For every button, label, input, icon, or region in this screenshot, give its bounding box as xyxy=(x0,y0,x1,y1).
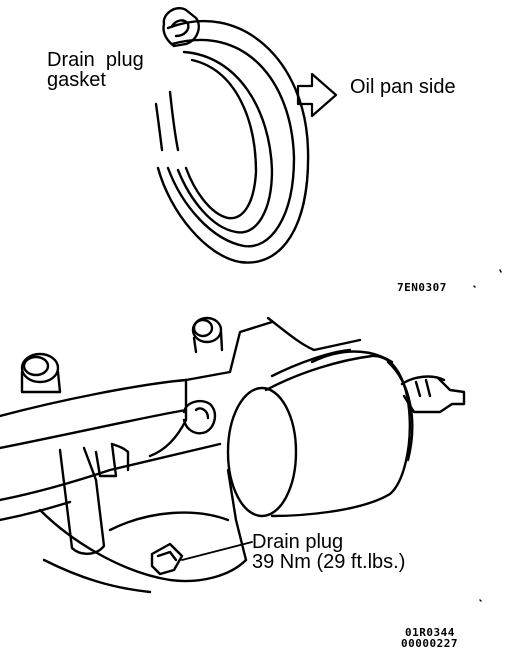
figure-code-line-2: 00000227 xyxy=(401,637,458,650)
oil-pan-side-label: Oil pan side xyxy=(350,76,456,98)
drain-plug xyxy=(150,542,184,576)
engine-drawing xyxy=(0,316,466,594)
gasket-drawing xyxy=(154,7,310,264)
drain-plug-gasket-label: Drain plug gasket xyxy=(47,50,144,90)
stud-bolt xyxy=(20,352,62,394)
drain-plug-leader xyxy=(181,541,253,561)
fitting xyxy=(400,375,466,414)
drain-plug-label: Drain plug xyxy=(252,531,344,553)
figure-code-bottom: 01R0344 00000227 xyxy=(401,627,458,649)
stud-bolt xyxy=(191,316,224,354)
drain-plug-torque-label: Drain plug 39 Nm (29 ft.lbs.) xyxy=(252,532,405,572)
gasket-label-line-1: Drain plug xyxy=(47,49,144,71)
gasket-label-line-2: gasket xyxy=(47,69,106,91)
torque-spec-label: 39 Nm (29 ft.lbs.) xyxy=(252,551,406,573)
oil-filter xyxy=(226,348,414,518)
figure-code-top: 7EN0307 xyxy=(397,281,447,294)
oil-pan-side-arrow xyxy=(296,72,338,118)
figure-code-line-1: 01R0344 xyxy=(405,626,455,639)
